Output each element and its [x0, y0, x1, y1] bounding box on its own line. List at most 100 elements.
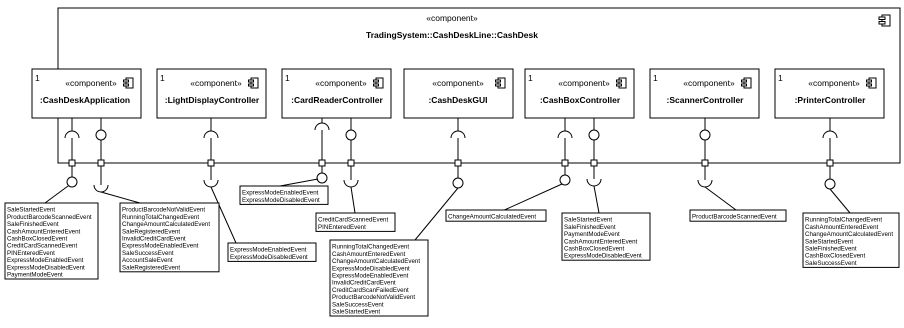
provided-interface-lollipop	[316, 172, 328, 184]
port	[68, 159, 76, 167]
note-event-line: ExpressModeEnabledEvent	[230, 247, 307, 254]
note-event-line: CashAmountEnteredEvent	[805, 224, 879, 231]
event-note: ChangeAmountCalculatedEvent	[445, 209, 547, 222]
component-multiplicity: 1	[653, 73, 658, 83]
component-multiplicity: 1	[160, 73, 165, 83]
note-box	[561, 212, 651, 261]
note-event-line: ExpressModeDisabledEvent	[242, 197, 320, 204]
component-stereotype: «component»	[683, 78, 735, 88]
note-event-line: ProductBarcodeNotValidEvent	[332, 294, 415, 301]
note-event-line: SaleFinishedEvent	[7, 221, 59, 228]
event-note: RunningTotalChangedEventCashAmountEntere…	[802, 212, 900, 268]
note-event-line: ExpressModeDisabledEvent	[332, 265, 410, 272]
provided-interface-lollipop	[559, 174, 571, 186]
component-icon	[878, 14, 891, 27]
component-cashboxcontroller: 1 «component» :CashBoxController	[524, 68, 635, 119]
note-box	[802, 212, 900, 268]
component-name: :PrinterController	[795, 95, 867, 105]
note-box	[315, 212, 396, 232]
event-note: ExpressModeEnabledEventExpressModeDisabl…	[227, 242, 317, 262]
outer-name: TradingSystem::CashDeskLine::CashDesk	[366, 30, 538, 40]
note-box	[329, 239, 429, 317]
note-event-line: CreditCardScanFailedEvent	[332, 287, 409, 294]
note-event-line: RunningTotalChangedEvent	[805, 217, 882, 224]
component-icon	[741, 77, 752, 89]
component-multiplicity: 1	[285, 73, 290, 83]
external-connectors	[66, 166, 836, 193]
component-icon	[123, 77, 134, 89]
note-event-line: PINEnteredEvent	[318, 224, 366, 231]
required-interface-socket	[203, 179, 219, 188]
note-box	[445, 209, 547, 222]
component-name: :CashBoxController	[540, 95, 621, 105]
note-event-line: ExpressModeEnabledEvent	[7, 257, 84, 264]
note-event-line: SaleFinishedEvent	[564, 224, 616, 231]
port	[561, 159, 569, 167]
note-event-line: AccountSaleEvent	[122, 257, 173, 264]
note-event-line: ChangeAmountCalculatedEvent	[122, 221, 210, 228]
port	[826, 159, 834, 167]
note-event-line: ChangeAmountCalculatedEvent	[448, 214, 536, 221]
note-event-line: CashBoxClosedEvent	[564, 246, 624, 253]
component-name: :CardReaderController	[291, 95, 383, 105]
note-event-line: RunningTotalChangedEvent	[122, 214, 199, 221]
component-multiplicity: 1	[35, 73, 40, 83]
event-note: ExpressModeEnabledEventExpressModeDisabl…	[239, 185, 329, 205]
component-scannercontroller: 1 «component» :ScannerController	[649, 68, 760, 119]
provided-interface-lollipop	[824, 178, 836, 190]
note-event-line: SaleRegisteredEvent	[122, 264, 180, 271]
component-name: :CashDeskGUI	[428, 95, 487, 105]
component-cardreadercontroller: 1 «component» :CardReaderController	[281, 68, 392, 119]
port	[701, 159, 709, 167]
port	[454, 159, 462, 167]
note-event-line: ExpressModeDisabledEvent	[7, 264, 85, 271]
component-stereotype: «component»	[190, 78, 242, 88]
note-box	[689, 209, 787, 222]
note-event-line: ChangeAmountCalculatedEvent	[805, 231, 893, 238]
component-stereotype: «component»	[558, 78, 610, 88]
event-note: ProductBarcodeScannedEvent	[689, 209, 787, 222]
internal-connectors	[64, 118, 838, 163]
component-multiplicity: 1	[778, 73, 783, 83]
note-event-line: ExpressModeEnabledEvent	[122, 243, 199, 250]
note-event-line: SaleStartedEvent	[332, 309, 380, 316]
note-event-line: ExpressModeDisabledEvent	[564, 253, 642, 260]
note-event-line: ProductBarcodeNotValidEvent	[122, 207, 205, 214]
note-event-line: SaleFinishedEvent	[805, 246, 857, 253]
note-box	[119, 202, 220, 273]
note-event-line: ExpressModeEnabledEvent	[242, 190, 319, 197]
note-event-line: SaleStartedEvent	[564, 217, 612, 224]
note-event-line: InvalidCreditCardEvent	[332, 280, 396, 287]
component-lightdisplaycontroller: 1 «component» :LightDisplayController	[156, 68, 267, 119]
note-anchors	[44, 178, 851, 244]
component-stereotype: «component»	[432, 78, 484, 88]
note-event-line: PaymentModeEvent	[564, 231, 620, 238]
component-name: :ScannerController	[667, 95, 745, 105]
provided-interface-lollipop	[95, 129, 107, 141]
note-event-line: CashAmountEnteredEvent	[7, 228, 81, 235]
note-event-line: CreditCardScannedEvent	[7, 243, 77, 250]
note-event-line: PINEnteredEvent	[7, 250, 55, 257]
port	[97, 159, 105, 167]
required-interface-socket	[697, 179, 713, 188]
event-note: ProductBarcodeNotValidEventRunningTotalC…	[119, 202, 220, 273]
note-event-line: ProductBarcodeScannedEvent	[692, 214, 777, 221]
port	[590, 159, 598, 167]
provided-interface-lollipop	[66, 176, 78, 188]
port	[347, 159, 355, 167]
component-cashdeskgui: «component» :CashDeskGUI	[403, 68, 514, 119]
component-multiplicity: 1	[528, 73, 533, 83]
event-note: SaleStartedEventProductBarcodeScannedEve…	[4, 202, 99, 280]
ports	[68, 159, 834, 167]
component-stereotype: «component»	[65, 78, 117, 88]
provided-interface-lollipop	[452, 177, 464, 189]
component-icon	[373, 77, 384, 89]
required-interface-socket	[93, 184, 109, 193]
event-notes: SaleStartedEvent ProductBarcodeScannedEve…	[4, 185, 900, 317]
note-event-line: CashAmountEnteredEvent	[564, 238, 638, 245]
component-icon	[495, 77, 506, 89]
component-printercontroller: 1 «component» :PrinterController	[774, 68, 885, 119]
note-event-line: CashBoxClosedEvent	[7, 236, 67, 243]
